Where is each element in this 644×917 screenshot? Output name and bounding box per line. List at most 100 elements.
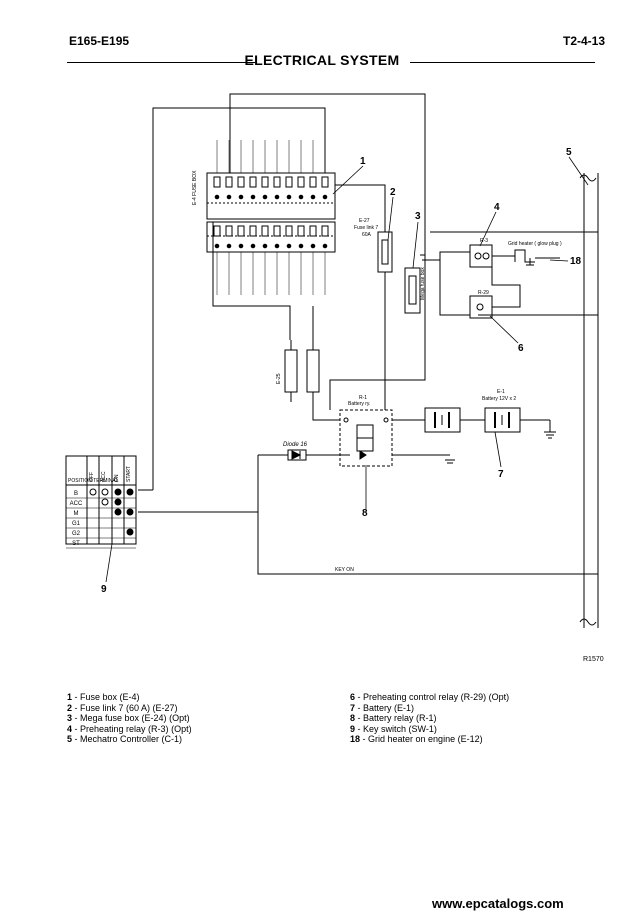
fuse [237, 225, 245, 237]
battery-id: E-1 [497, 389, 505, 395]
fuse-terminal [238, 243, 244, 249]
diode-16: Diode 16 [258, 442, 350, 461]
key-contact [101, 488, 109, 496]
key-header: ON [114, 474, 120, 482]
legend-item: 2 - Fuse link 7 (60 A) (E-27) [67, 702, 178, 713]
legend-text: Fuse link 7 (60 A) (E-27) [80, 702, 178, 713]
legend-item: 1 - Fuse box (E-4) [67, 692, 140, 702]
key-row-g2: G2 [72, 531, 81, 537]
title-rule-right [410, 62, 595, 63]
key-row-m: M [74, 511, 79, 517]
legend-item: 3 - Mega fuse box (E-24) (Opt) [67, 713, 190, 724]
callout-2: 2 [390, 187, 396, 198]
legend-text: Mega fuse box (E-24) [80, 713, 167, 724]
legend-opt: (Opt) [169, 713, 190, 724]
key-header: START [126, 466, 132, 482]
preheat-ctrl-id: R-29 [478, 290, 489, 296]
fuse [225, 176, 233, 188]
legend-item: 18 - Grid heater on engine (E-12) [350, 734, 483, 745]
legend-number: 3 [67, 713, 73, 724]
wire-key-b [152, 107, 326, 480]
fuse-terminal [250, 243, 256, 249]
fuse-terminal [226, 194, 232, 200]
wire-fuse-link-top [335, 184, 386, 232]
legend-text: Preheating control relay (R-29) [363, 692, 487, 702]
fuse-e25: E-25 [276, 306, 340, 421]
fuse [297, 176, 305, 188]
callout-8: 8 [362, 508, 368, 519]
key-contact [126, 508, 134, 516]
wire-battery-relay-feed [229, 93, 426, 410]
fuse-terminal [214, 243, 220, 249]
fuse-terminal [226, 243, 232, 249]
legend-item: 4 - Preheating relay (R-3) (Opt) [67, 723, 192, 734]
diode-label: Diode 16 [283, 442, 308, 448]
legend-text: Fuse box (E-4) [80, 692, 140, 702]
key-contact [114, 488, 122, 496]
callout-9: 9 [101, 584, 107, 595]
fuse [285, 225, 293, 237]
fuse [321, 225, 329, 237]
footer-url: www.epcatalogs.com [432, 896, 564, 911]
legend-number: 8 [350, 713, 356, 724]
legend-text: Battery relay (R-1) [363, 713, 437, 724]
legend-number: 18 [350, 734, 361, 745]
fuse-terminal [298, 243, 304, 249]
fuse-link-id: E-27 [359, 218, 370, 224]
fuse-terminal [310, 243, 316, 249]
key-contact [101, 498, 109, 506]
legend-number: 6 [350, 692, 356, 702]
legend-number: 9 [350, 723, 356, 734]
battery: E-1 Battery 12V x 2 [424, 389, 521, 433]
fuse [309, 176, 317, 188]
fuse-terminal [274, 194, 280, 200]
legend-text: Grid heater on engine (E-12) [368, 734, 483, 745]
fuse [309, 225, 317, 237]
fuse-terminal [238, 194, 244, 200]
fuse-terminal [286, 194, 292, 200]
fuse-box-label: E-4 FUSE BOX [192, 170, 198, 205]
mega-fuse-box [404, 267, 421, 314]
fuse-terminal [262, 194, 268, 200]
fuse-terminal [322, 194, 328, 200]
battery-relay-id: R-1 [359, 395, 367, 401]
key-contact [126, 488, 134, 496]
grid-heater-label: Grid heater ( glow plug ) [508, 241, 562, 247]
fuse [285, 176, 293, 188]
fuse [273, 225, 281, 237]
key-header: POSITION TERMINAL [68, 478, 119, 484]
key-contact [114, 498, 122, 506]
legend-number: 2 [67, 702, 73, 713]
legend-number: 1 [67, 692, 73, 702]
fuse-link-rating: 60A [362, 232, 372, 238]
callout-6: 6 [518, 343, 524, 354]
callout-18: 18 [570, 256, 582, 267]
fuse [321, 176, 329, 188]
fuse-terminal [298, 194, 304, 200]
fuse [297, 225, 305, 237]
wire-fuse-e25 [212, 222, 291, 340]
title-rule-left [67, 62, 255, 63]
legend-item: 7 - Battery (E-1) [350, 702, 415, 713]
key-row-g1: G1 [72, 521, 81, 527]
fuse-terminal [310, 194, 316, 200]
fuse-terminal [250, 194, 256, 200]
page-title: ELECTRICAL SYSTEM [244, 52, 400, 68]
legend-number: 5 [67, 734, 73, 745]
battery-name: Battery 12V x 2 [482, 396, 516, 402]
key-row-b: B [74, 491, 78, 497]
legend-opt: (Opt) [171, 723, 192, 734]
key-contact [114, 508, 122, 516]
legend-item: 9 - Key switch (SW-1) [350, 723, 437, 734]
model-label: E165-E195 [69, 34, 130, 48]
legend-text: Key switch (SW-1) [363, 723, 437, 734]
fuse [261, 225, 269, 237]
drawing-code: R1570 [583, 656, 604, 663]
wire-key-on [257, 512, 598, 575]
fuse-terminal [274, 243, 280, 249]
fuse-terminal [322, 243, 328, 249]
legend-left: 1 - Fuse box (E-4)2 - Fuse link 7 (60 A)… [67, 692, 192, 745]
key-contact [89, 488, 97, 496]
